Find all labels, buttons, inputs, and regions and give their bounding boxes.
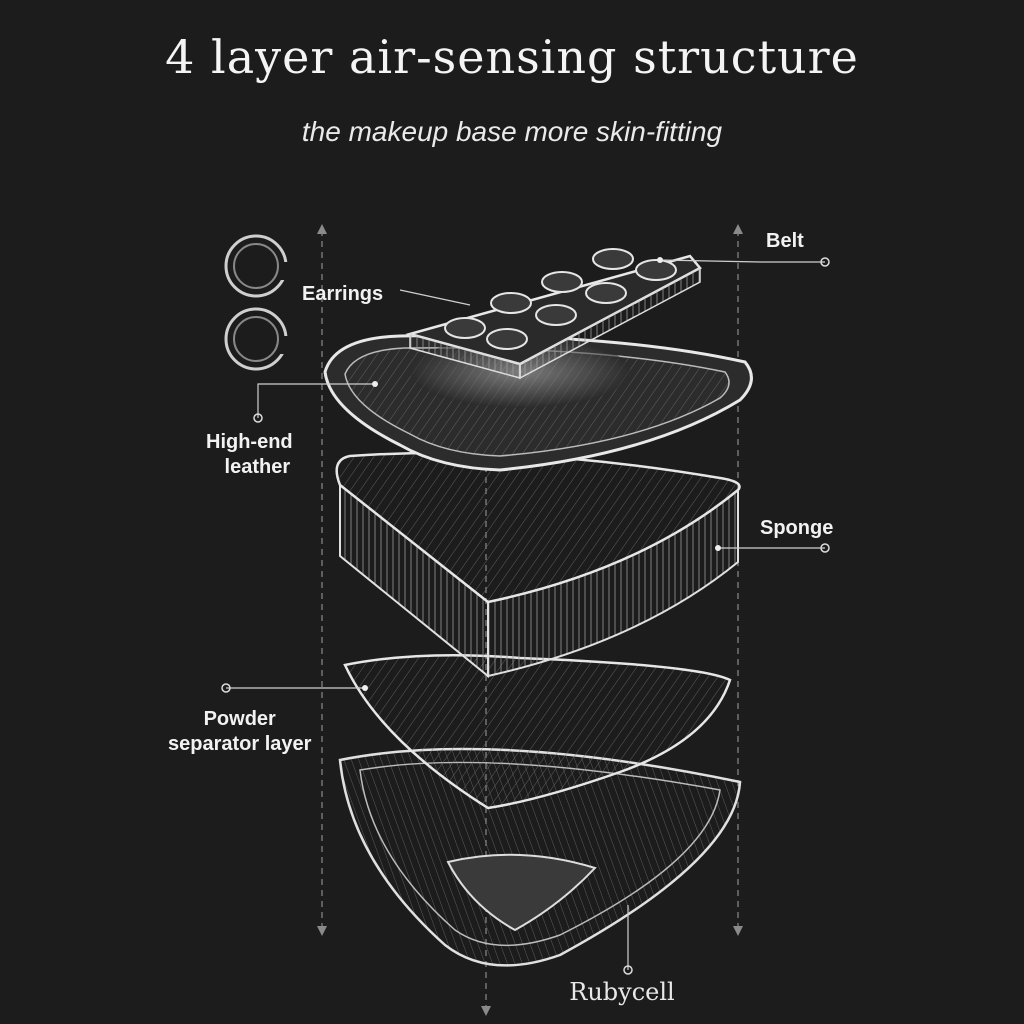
label-sponge: Sponge xyxy=(760,517,834,539)
leader-lines xyxy=(226,259,825,970)
page-title: 4 layer air-sensing structure xyxy=(165,30,859,84)
leader-end-markers xyxy=(221,257,830,975)
page-subtitle: the makeup base more skin-fitting xyxy=(301,116,723,147)
label-earrings: Earrings xyxy=(302,283,384,305)
label-leather-line1: High-end xyxy=(206,431,293,453)
earring-ring-icon xyxy=(224,234,288,371)
leader-anchor-dots xyxy=(362,257,721,691)
brand-logo-text: Rubycell xyxy=(569,978,675,1006)
label-powder-line1: Powder xyxy=(203,708,276,730)
belt-strap xyxy=(405,248,702,380)
axis-arrowheads xyxy=(317,224,743,1016)
label-powder: Powder separator layer xyxy=(168,707,311,757)
sponge-layer xyxy=(335,451,741,679)
label-leather: High-end leather xyxy=(206,430,293,480)
label-powder-line2: separator layer xyxy=(168,733,312,755)
label-belt: Belt xyxy=(766,230,804,252)
label-leather-line2: leather xyxy=(224,456,291,478)
